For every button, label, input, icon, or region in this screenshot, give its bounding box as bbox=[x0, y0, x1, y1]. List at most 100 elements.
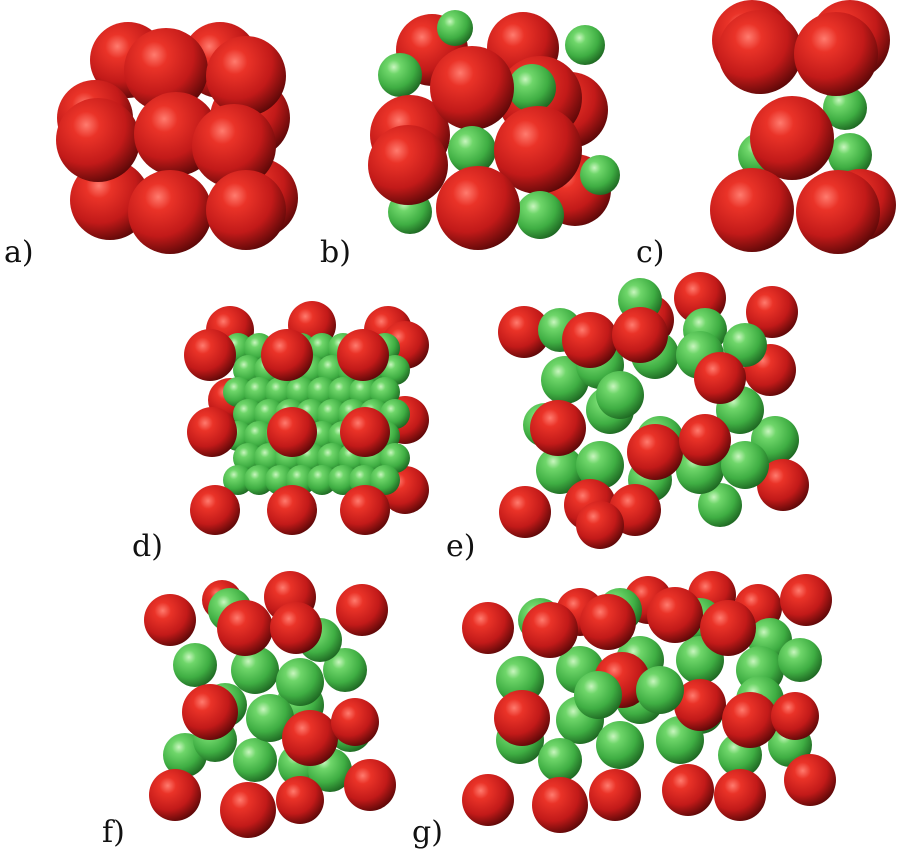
small-green-sphere bbox=[173, 643, 217, 687]
large-red-sphere bbox=[462, 602, 514, 654]
panel-g bbox=[462, 571, 836, 833]
large-red-sphere bbox=[694, 352, 746, 404]
large-red-sphere bbox=[267, 485, 317, 535]
small-green-sphere bbox=[778, 638, 822, 682]
large-red-sphere bbox=[576, 501, 624, 549]
small-green-sphere bbox=[516, 191, 564, 239]
large-red-sphere bbox=[580, 594, 636, 650]
large-red-sphere bbox=[270, 602, 322, 654]
panel-label-b: b) bbox=[320, 235, 351, 270]
large-red-sphere bbox=[532, 777, 588, 833]
large-red-sphere bbox=[206, 170, 286, 250]
large-red-sphere bbox=[784, 754, 836, 806]
panel-label-g: g) bbox=[412, 815, 443, 850]
panel-label-c: c) bbox=[636, 235, 665, 270]
panel-c bbox=[710, 0, 896, 254]
large-red-sphere bbox=[187, 407, 237, 457]
small-green-sphere bbox=[276, 658, 324, 706]
large-red-sphere bbox=[340, 485, 390, 535]
large-red-sphere bbox=[344, 759, 396, 811]
large-red-sphere bbox=[612, 307, 668, 363]
large-red-sphere bbox=[192, 104, 276, 188]
large-red-sphere bbox=[647, 587, 703, 643]
large-red-sphere bbox=[336, 584, 388, 636]
panel-f bbox=[144, 571, 396, 838]
small-green-sphere bbox=[437, 10, 473, 46]
small-green-sphere bbox=[323, 648, 367, 692]
large-red-sphere bbox=[190, 485, 240, 535]
large-red-sphere bbox=[337, 329, 389, 381]
small-green-sphere bbox=[508, 64, 556, 112]
large-red-sphere bbox=[182, 684, 238, 740]
small-green-sphere bbox=[576, 441, 624, 489]
small-green-sphere bbox=[233, 738, 277, 782]
small-green-sphere bbox=[246, 694, 294, 742]
small-green-sphere bbox=[823, 86, 867, 130]
small-green-sphere bbox=[698, 483, 742, 527]
large-red-sphere bbox=[494, 106, 582, 194]
panel-b bbox=[368, 10, 620, 250]
large-red-sphere bbox=[499, 486, 551, 538]
small-green-sphere bbox=[378, 53, 422, 97]
large-red-sphere bbox=[714, 769, 766, 821]
small-green-sphere bbox=[596, 371, 644, 419]
panel-label-f: f) bbox=[102, 815, 125, 850]
small-green-sphere bbox=[723, 323, 767, 367]
large-red-sphere bbox=[217, 600, 273, 656]
small-green-sphere bbox=[596, 721, 644, 769]
large-red-sphere bbox=[662, 764, 714, 816]
large-red-sphere bbox=[710, 168, 794, 252]
panel-label-d: d) bbox=[132, 529, 163, 564]
small-green-sphere bbox=[574, 671, 622, 719]
small-green-sphere bbox=[580, 155, 620, 195]
large-red-sphere bbox=[331, 698, 379, 746]
small-green-sphere bbox=[721, 441, 769, 489]
panel-label-a: a) bbox=[4, 235, 34, 270]
large-red-sphere bbox=[522, 602, 578, 658]
large-red-sphere bbox=[627, 424, 683, 480]
large-red-sphere bbox=[282, 710, 338, 766]
small-green-sphere bbox=[370, 465, 400, 495]
large-red-sphere bbox=[746, 286, 798, 338]
panel-a bbox=[56, 22, 298, 254]
large-red-sphere bbox=[267, 407, 317, 457]
large-red-sphere bbox=[562, 312, 618, 368]
large-red-sphere bbox=[498, 306, 550, 358]
large-red-sphere bbox=[780, 574, 832, 626]
large-red-sphere bbox=[144, 594, 196, 646]
small-green-sphere bbox=[448, 126, 496, 174]
large-red-sphere bbox=[674, 679, 726, 731]
large-red-sphere bbox=[436, 166, 520, 250]
large-red-sphere bbox=[718, 10, 802, 94]
large-red-sphere bbox=[340, 407, 390, 457]
small-green-sphere bbox=[536, 446, 584, 494]
large-red-sphere bbox=[750, 96, 834, 180]
small-green-sphere bbox=[307, 465, 337, 495]
large-red-sphere bbox=[276, 776, 324, 824]
large-red-sphere bbox=[261, 329, 313, 381]
large-red-sphere bbox=[700, 600, 756, 656]
large-red-sphere bbox=[206, 36, 286, 116]
small-green-sphere bbox=[328, 465, 358, 495]
panel-label-e: e) bbox=[446, 529, 475, 564]
small-green-sphere bbox=[223, 465, 253, 495]
large-red-sphere bbox=[128, 170, 212, 254]
large-red-sphere bbox=[149, 769, 201, 821]
large-red-sphere bbox=[124, 28, 208, 112]
large-red-sphere bbox=[771, 692, 819, 740]
small-green-sphere bbox=[538, 738, 582, 782]
large-red-sphere bbox=[220, 782, 276, 838]
large-red-sphere bbox=[368, 125, 448, 205]
large-red-sphere bbox=[430, 46, 514, 130]
large-red-sphere bbox=[679, 414, 731, 466]
small-green-sphere bbox=[231, 646, 279, 694]
small-green-sphere bbox=[636, 666, 684, 714]
large-red-sphere bbox=[56, 98, 140, 182]
small-green-sphere bbox=[244, 465, 274, 495]
large-red-sphere bbox=[530, 400, 586, 456]
large-red-sphere bbox=[462, 774, 514, 826]
large-red-sphere bbox=[794, 12, 878, 96]
large-red-sphere bbox=[184, 329, 236, 381]
panel-d bbox=[184, 301, 429, 535]
